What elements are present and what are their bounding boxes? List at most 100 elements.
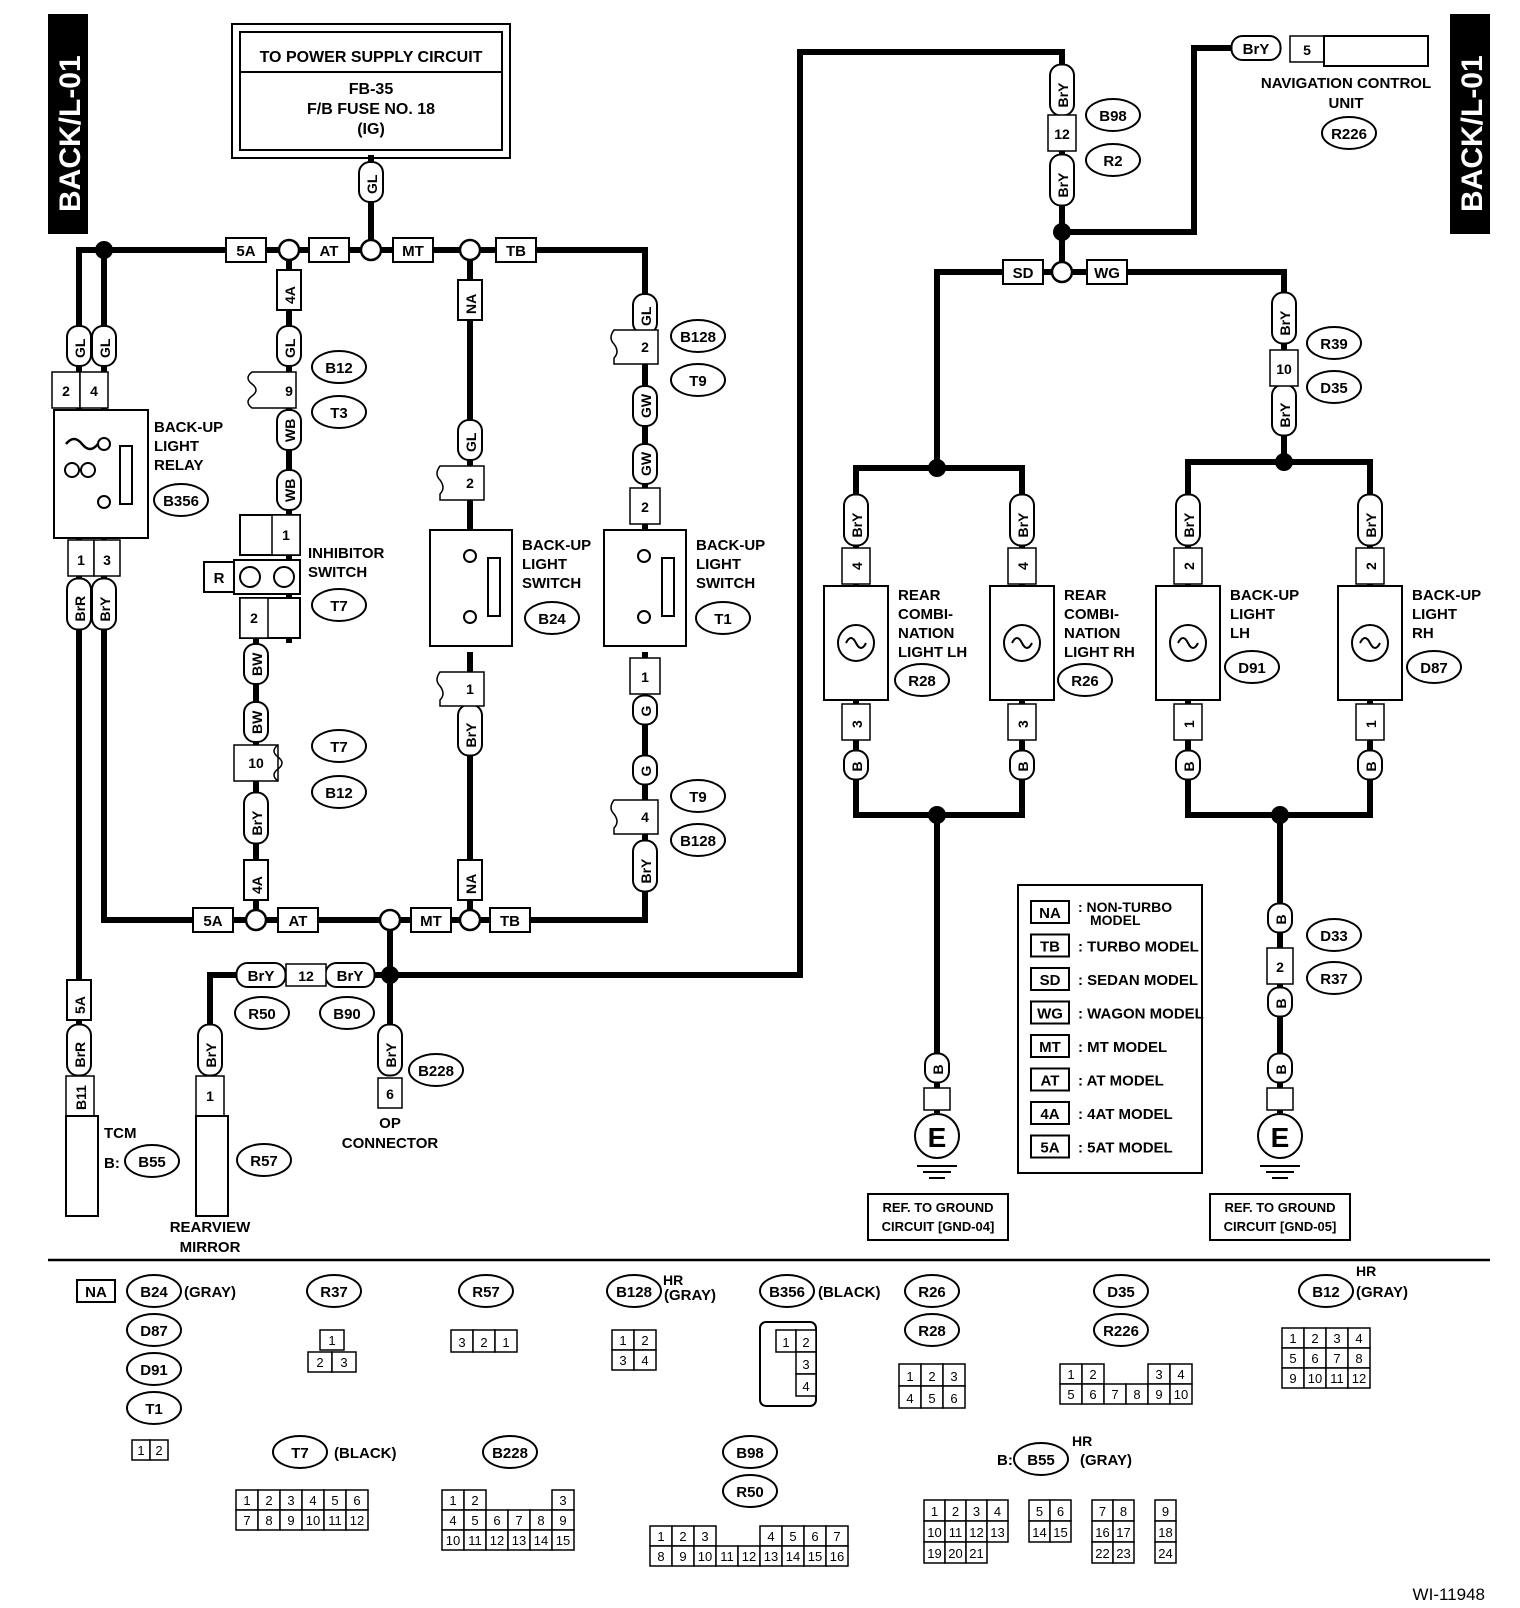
legend-item-4A: 4A: 4AT MODEL: [1030, 1101, 1173, 1125]
svg-text:6: 6: [386, 1086, 394, 1102]
svg-text:B11: B11: [73, 1085, 89, 1110]
svg-text:3: 3: [619, 1353, 626, 1368]
svg-text:BrY: BrY: [383, 1042, 399, 1068]
svg-text:1: 1: [328, 1333, 335, 1348]
svg-text:GL: GL: [97, 338, 113, 358]
wire-label-BrY: BrY: [1009, 493, 1035, 547]
svg-text:10: 10: [446, 1533, 460, 1548]
wire-label-BrY: BrY: [1271, 383, 1297, 437]
svg-text:MT: MT: [1039, 1039, 1061, 1056]
view-label-R57: R57: [458, 1274, 514, 1308]
svg-text:B: B: [1273, 914, 1289, 924]
view-label-B12: B12: [1298, 1274, 1354, 1308]
svg-text:BrY: BrY: [849, 512, 865, 538]
svg-text:1: 1: [619, 1333, 626, 1348]
svg-text:BrY: BrY: [1181, 512, 1197, 538]
connector-R50: R50: [234, 996, 290, 1030]
svg-text:(GRAY): (GRAY): [1080, 1452, 1132, 1469]
svg-text:1: 1: [502, 1335, 509, 1350]
svg-text:LIGHT: LIGHT: [154, 438, 199, 455]
svg-text:4: 4: [767, 1529, 774, 1544]
svg-text:1: 1: [782, 1335, 789, 1350]
wire-label-BrY: BrY: [1230, 35, 1282, 61]
wire-label-BrY: BrY: [324, 962, 376, 988]
svg-text:3: 3: [559, 1493, 566, 1508]
figure-id: WI-11948: [1413, 1585, 1485, 1604]
svg-text:2: 2: [250, 610, 258, 626]
wire-label-GW: GW: [632, 443, 658, 485]
svg-text:22: 22: [1095, 1546, 1109, 1561]
svg-text:B356: B356: [163, 493, 199, 510]
svg-text:8: 8: [537, 1513, 544, 1528]
wire-label-GL: GL: [358, 161, 384, 203]
svg-text:10: 10: [1174, 1387, 1188, 1402]
svg-text:RELAY: RELAY: [154, 457, 203, 474]
svg-text:WG: WG: [1037, 1006, 1063, 1023]
svg-text:BrY: BrY: [249, 810, 265, 836]
svg-text:4: 4: [802, 1379, 809, 1394]
svg-text:9: 9: [285, 383, 293, 399]
svg-text:4: 4: [906, 1391, 913, 1406]
side-tab-left: BACK/L-01: [48, 14, 88, 234]
legend-item-TB: TB: TURBO MODEL: [1030, 933, 1199, 958]
svg-text:1: 1: [77, 552, 85, 568]
view-label-B98: B98: [722, 1435, 778, 1469]
svg-text:5: 5: [471, 1513, 478, 1528]
svg-text:COMBI-: COMBI-: [1064, 606, 1119, 623]
tcm-connector: B11 TCM B:: [65, 1075, 137, 1217]
svg-text:LH: LH: [1230, 625, 1250, 642]
wire-label-B: B: [924, 1052, 950, 1084]
svg-text:BrY: BrY: [248, 968, 275, 985]
svg-text:D33: D33: [1320, 928, 1348, 945]
svg-text:10: 10: [698, 1549, 712, 1564]
svg-text:2: 2: [928, 1369, 935, 1384]
wire-label-B: B: [1267, 902, 1293, 934]
svg-text:T3: T3: [330, 405, 348, 422]
svg-text:NA: NA: [85, 1284, 107, 1301]
svg-text:GL: GL: [463, 432, 479, 452]
svg-text:5A: 5A: [1040, 1140, 1059, 1157]
view-label-B24: B24: [126, 1274, 182, 1308]
svg-text:BrY: BrY: [337, 968, 364, 985]
svg-text:11: 11: [720, 1549, 734, 1564]
svg-text:16: 16: [830, 1549, 844, 1564]
svg-text:4: 4: [641, 809, 649, 825]
view-label-B55: B55: [1013, 1442, 1069, 1476]
svg-text:TB: TB: [506, 243, 526, 260]
inline-connector-b98-r2: 12: [1047, 114, 1077, 152]
bus-tag-5A: 5A: [225, 237, 267, 263]
view-label-T7: T7: [272, 1435, 328, 1469]
legend-item-MT: MT: MT MODEL: [1030, 1034, 1167, 1058]
connector-B55: B55: [124, 1144, 180, 1178]
svg-text:R37: R37: [1320, 971, 1348, 988]
svg-text:D87: D87: [140, 1323, 168, 1340]
svg-text:2: 2: [62, 383, 70, 399]
svg-text:3: 3: [950, 1369, 957, 1384]
svg-text:3: 3: [1333, 1331, 1340, 1346]
svg-text:4A: 4A: [249, 876, 265, 894]
svg-text:1: 1: [282, 527, 290, 543]
svg-text:D91: D91: [140, 1362, 168, 1379]
svg-text:1: 1: [243, 1493, 250, 1508]
svg-text:11: 11: [468, 1533, 482, 1548]
svg-text:10: 10: [248, 755, 264, 771]
svg-text:: AT MODEL: : AT MODEL: [1078, 1073, 1164, 1090]
wire-label-B: B: [1357, 749, 1383, 781]
svg-text:9: 9: [679, 1549, 686, 1564]
svg-text:R50: R50: [736, 1484, 764, 1501]
svg-text:3: 3: [1015, 720, 1031, 728]
svg-text:2: 2: [471, 1493, 478, 1508]
view-label-B128: B128: [606, 1274, 662, 1308]
svg-text:HR: HR: [1356, 1263, 1376, 1279]
svg-text:3: 3: [701, 1529, 708, 1544]
svg-text:11: 11: [1330, 1371, 1344, 1386]
view-label-R37: R37: [306, 1274, 362, 1308]
svg-text:GL: GL: [638, 306, 654, 326]
svg-text:(GRAY): (GRAY): [664, 1287, 716, 1304]
svg-text:10: 10: [1276, 361, 1292, 377]
svg-text:T7: T7: [291, 1445, 309, 1462]
svg-text:: 4AT MODEL: : 4AT MODEL: [1078, 1106, 1173, 1123]
